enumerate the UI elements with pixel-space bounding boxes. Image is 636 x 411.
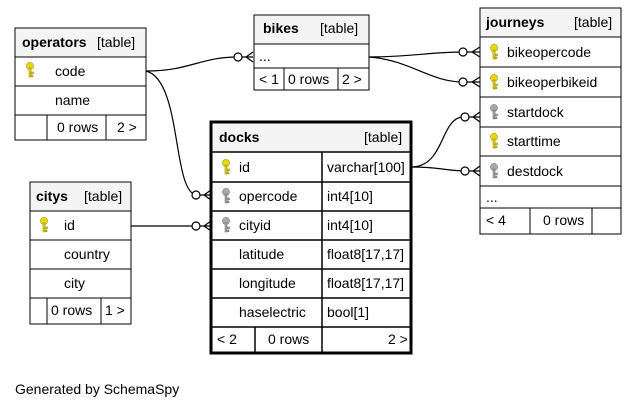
journeys-column-bikeopercode: bikeopercode (507, 44, 591, 60)
citys-column-country: country (64, 246, 110, 262)
docks-column-id: id (239, 159, 250, 175)
citys-next-link[interactable]: 1 > (105, 302, 125, 318)
docks-column-opercode: opercode (239, 188, 298, 204)
operators-next-link[interactable]: 2 > (117, 119, 137, 135)
docks-prev-link[interactable]: < 2 (217, 331, 237, 347)
operators-column-name: name (55, 92, 90, 108)
generated-by-note: Generated by SchemaSpy (15, 381, 180, 397)
edge-marker-journeys-bikeid (458, 76, 481, 88)
journeys-column-destdock: destdock (507, 163, 564, 179)
journeys-title: journeys (485, 14, 545, 30)
citys-column-city: city (64, 275, 85, 291)
edge-marker-bikes (233, 51, 254, 63)
docks-type-haselectric: bool[1] (327, 304, 369, 320)
edge-docks-journeys-startdock (410, 116, 464, 168)
journeys-tag: [table] (574, 14, 612, 30)
edge-bikes-journeys-opercode (368, 51, 464, 58)
docks-type-cityid: int4[10] (327, 217, 373, 233)
docks-tag: [table] (364, 129, 402, 145)
journeys-column-starttime: starttime (507, 133, 561, 149)
edge-bikes-journeys-bikeid (368, 56, 464, 83)
operators-column-code: code (55, 63, 86, 79)
journeys-more-columns: ... (486, 189, 498, 205)
journeys-column-bikeoperbikeid: bikeoperbikeid (507, 74, 597, 90)
docks-type-id: varchar[100] (327, 159, 405, 175)
edge-marker-docks-cityid (191, 220, 212, 232)
bikes-tag: [table] (320, 20, 358, 36)
journeys-prev-link[interactable]: < 4 (486, 212, 506, 228)
docks-title: docks (219, 129, 260, 145)
docks-column-latitude: latitude (239, 246, 284, 262)
bikes-title: bikes (263, 20, 299, 36)
journeys-row-count: 0 rows (543, 212, 584, 228)
operators-tag: [table] (97, 34, 135, 50)
operators-row-count: 0 rows (57, 119, 98, 135)
docks-type-longitude: float8[17,17] (327, 275, 404, 291)
citys-column-id: id (64, 217, 75, 233)
docks-next-link[interactable]: 2 > (388, 331, 408, 347)
docks-type-opercode: int4[10] (327, 188, 373, 204)
docks-type-latitude: float8[17,17] (327, 246, 404, 262)
edge-marker-docks-opercode (191, 189, 212, 201)
bikes-row-count: 0 rows (288, 71, 329, 87)
operators-title: operators (22, 34, 87, 50)
edge-docks-journeys-destdock (410, 166, 464, 172)
table-journeys[interactable]: journeys [table] bikeopercode bikeoperbi… (479, 7, 622, 235)
bikes-next-link[interactable]: 2 > (342, 71, 362, 87)
edge-marker-journeys-startdock (460, 111, 481, 123)
edge-operators-bikes (145, 56, 239, 72)
edge-operators-docks (145, 70, 197, 196)
table-operators[interactable]: operators [table] code name 0 rows 2 > (14, 27, 147, 141)
citys-title: citys (36, 188, 68, 204)
docks-row-count: 0 rows (268, 331, 309, 347)
edge-marker-journeys-destdock (460, 165, 481, 177)
bikes-prev-link[interactable]: < 1 (259, 71, 279, 87)
bikes-more-columns: ... (259, 48, 271, 64)
citys-row-count: 0 rows (51, 302, 92, 318)
edge-marker-journeys-opercode (458, 46, 481, 58)
citys-tag: [table] (84, 188, 122, 204)
journeys-column-startdock: startdock (507, 104, 565, 120)
table-docks[interactable]: docks [table] id varchar[100] opercode i… (209, 120, 413, 355)
docks-column-cityid: cityid (239, 217, 271, 233)
table-bikes[interactable]: bikes [table] ... < 1 0 rows 2 > (253, 14, 370, 91)
docks-column-longitude: longitude (239, 275, 296, 291)
table-citys[interactable]: citys [table] id country city 0 rows 1 > (29, 181, 132, 325)
docks-column-haselectric: haselectric (239, 304, 306, 320)
